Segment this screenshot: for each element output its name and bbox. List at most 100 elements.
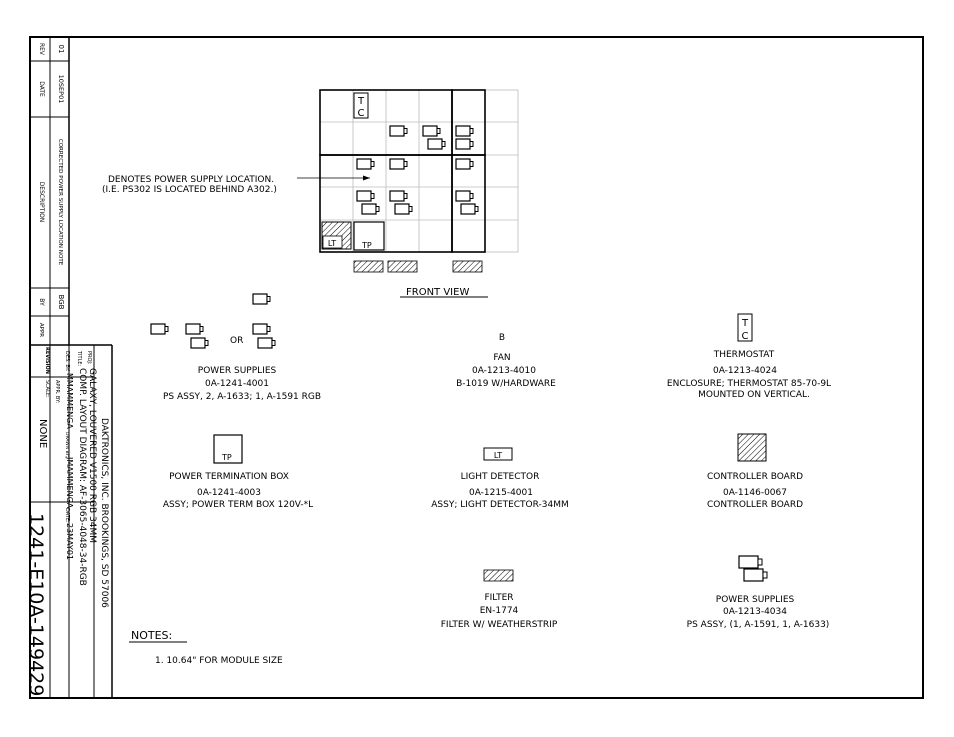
legend-desc: B-1019 W/HARDWARE <box>456 379 556 389</box>
legend-desc: ASSY; LIGHT DETECTOR-34MM <box>431 500 569 510</box>
drawing-number: 1241-E10A-149429 <box>25 513 47 696</box>
filter-symbol <box>353 260 384 273</box>
legend-power-supplies-2: POWER SUPPLIES 0A-1213-4034 PS ASSY, (1,… <box>687 555 830 630</box>
des-label: DES. BY: <box>64 351 70 372</box>
legend: OR POWER SUPPLIES 0A-1241-4001 PS ASSY, … <box>150 293 831 630</box>
legend-part: 0A-1146-0067 <box>723 488 787 498</box>
filter-symbol <box>483 569 514 582</box>
termination-box-symbol <box>353 221 385 251</box>
drawn-label: DRAWN BY: <box>64 432 70 457</box>
legend-part: 0A-1213-4024 <box>713 366 777 376</box>
title-label: TITLE: <box>76 350 82 367</box>
legend-name: POWER SUPPLIES <box>198 366 277 376</box>
callout-line-1: DENOTES POWER SUPPLY LOCATION. <box>108 175 274 185</box>
front-view-label: FRONT VIEW <box>406 287 469 298</box>
by-header: BY <box>38 298 45 306</box>
front-view: T C LT TP FRONT VIEW DENOTES POWER SUPPL… <box>102 89 519 298</box>
legend-name: CONTROLLER BOARD <box>707 472 803 482</box>
light-detector-symbol <box>483 447 513 461</box>
power-supply-icon <box>252 293 271 305</box>
legend-part: 0A-1215-4001 <box>469 488 533 498</box>
power-supply-icon <box>185 323 204 335</box>
power-supply-icon <box>738 555 759 569</box>
legend-desc: CONTROLLER BOARD <box>707 500 803 510</box>
title-block: DAKTRONICS, INC. BROOKINGS, SD 57006 PRO… <box>25 345 113 698</box>
callout-arrow-icon <box>363 175 370 181</box>
thermostat-symbol <box>737 313 753 342</box>
power-supply-icon <box>455 158 474 170</box>
notes: NOTES: 1. 10.64" FOR MODULE SIZE <box>129 629 283 666</box>
rev-entry: 01 <box>57 45 65 54</box>
legend-desc: ASSY; POWER TERM BOX 120V-*L <box>163 500 313 510</box>
description-header: DESCRIPTION <box>38 182 45 223</box>
legend-name: POWER SUPPLIES <box>716 595 795 605</box>
legend-desc: FILTER W/ WEATHERSTRIP <box>441 620 558 630</box>
power-supply-icon <box>427 138 446 150</box>
legend-controller-board: CONTROLLER BOARD 0A-1146-0067 CONTROLLER… <box>707 433 803 510</box>
legend-part: EN-1774 <box>480 606 519 616</box>
power-supply-icon <box>455 190 474 202</box>
legend-name: THERMOSTAT <box>713 350 775 360</box>
drafter: JMAMMENGA <box>65 456 74 509</box>
svg-text:T: T <box>741 318 749 329</box>
legend-part: 0A-1213-4010 <box>472 366 536 376</box>
legend-thermostat: T C THERMOSTAT 0A-1213-4024 ENCLOSURE; T… <box>667 313 831 400</box>
scale-label: SCALE: <box>44 380 50 398</box>
legend-desc: PS ASSY, (1, A-1591, 1, A-1633) <box>687 620 830 630</box>
termination-box-symbol <box>213 434 243 464</box>
legend-name: POWER TERMINATION BOX <box>169 472 289 482</box>
rev-header: REV <box>38 43 45 56</box>
power-supply-icon <box>743 568 764 582</box>
drawing-title: COMP. LAYOUT DIAGRAM: AF-3065-4048-34-RG… <box>77 368 87 586</box>
date-entry: 10SEP01 <box>57 75 65 104</box>
appr-label: APPR. BY: <box>54 380 60 403</box>
legend-name: FAN <box>493 353 510 363</box>
power-supply-icon <box>455 125 474 137</box>
sheet-border <box>29 36 924 699</box>
power-supply-icon <box>257 337 276 349</box>
legend-part: 0A-1241-4003 <box>197 488 261 498</box>
power-supply-icon <box>150 323 169 335</box>
date-label: DATE: <box>64 508 70 523</box>
power-supply-icon <box>190 337 209 349</box>
svg-text:LT: LT <box>494 451 502 460</box>
filter-symbol <box>452 260 483 273</box>
notes-heading: NOTES: <box>131 629 172 642</box>
legend-light-detector: LT LIGHT DETECTOR 0A-1215-4001 ASSY; LIG… <box>431 447 569 510</box>
power-supply-icon <box>252 323 271 335</box>
power-supply-icon <box>389 125 408 137</box>
light-detector-symbol <box>322 235 343 249</box>
controller-board-symbol <box>737 433 767 462</box>
power-supply-icon <box>394 203 413 215</box>
scale-value: NONE <box>37 419 48 448</box>
by-entry: BGB <box>57 295 65 310</box>
cabinet-outlines <box>319 89 486 253</box>
fan-symbol: B <box>499 333 505 343</box>
callout-line-2: (I.E. PS302 IS LOCATED BEHIND A302.) <box>102 185 277 195</box>
thermostat-symbol: T C <box>353 92 369 119</box>
proj-label: PROJ: <box>86 351 92 365</box>
legend-desc: ENCLOSURE; THERMOSTAT 85-70-9L <box>667 379 831 389</box>
power-supply-icon <box>356 158 375 170</box>
svg-text:T: T <box>357 96 365 107</box>
drawing-date: 23MAY01 <box>65 523 74 560</box>
power-supply-icon <box>356 190 375 202</box>
description-entry: CORRECTED POWER SUPPLY LOCATION NOTE <box>57 139 63 266</box>
filter-symbol <box>387 260 418 273</box>
company-name: DAKTRONICS, INC. BROOKINGS, SD 57006 <box>99 418 109 608</box>
svg-text:LT: LT <box>328 239 336 248</box>
svg-text:C: C <box>742 331 749 342</box>
svg-text:TP: TP <box>221 453 232 462</box>
legend-part: 0A-1213-4034 <box>723 607 787 617</box>
legend-note: MOUNTED ON VERTICAL. <box>698 390 810 400</box>
project-name: GALAXY, LOUVERED V1500 RGB 34MM <box>87 368 97 543</box>
appr-header: APPR <box>38 323 44 337</box>
legend-fan: B FAN 0A-1213-4010 B-1019 W/HARDWARE <box>456 333 556 389</box>
legend-termination-box: TP POWER TERMINATION BOX 0A-1241-4003 AS… <box>163 434 313 510</box>
power-supply-icon <box>361 203 380 215</box>
legend-name: LIGHT DETECTOR <box>461 472 540 482</box>
svg-text:C: C <box>358 108 365 119</box>
or-text: OR <box>230 336 243 346</box>
legend-desc: PS ASSY, 2, A-1633; 1, A-1591 RGB <box>163 392 321 402</box>
